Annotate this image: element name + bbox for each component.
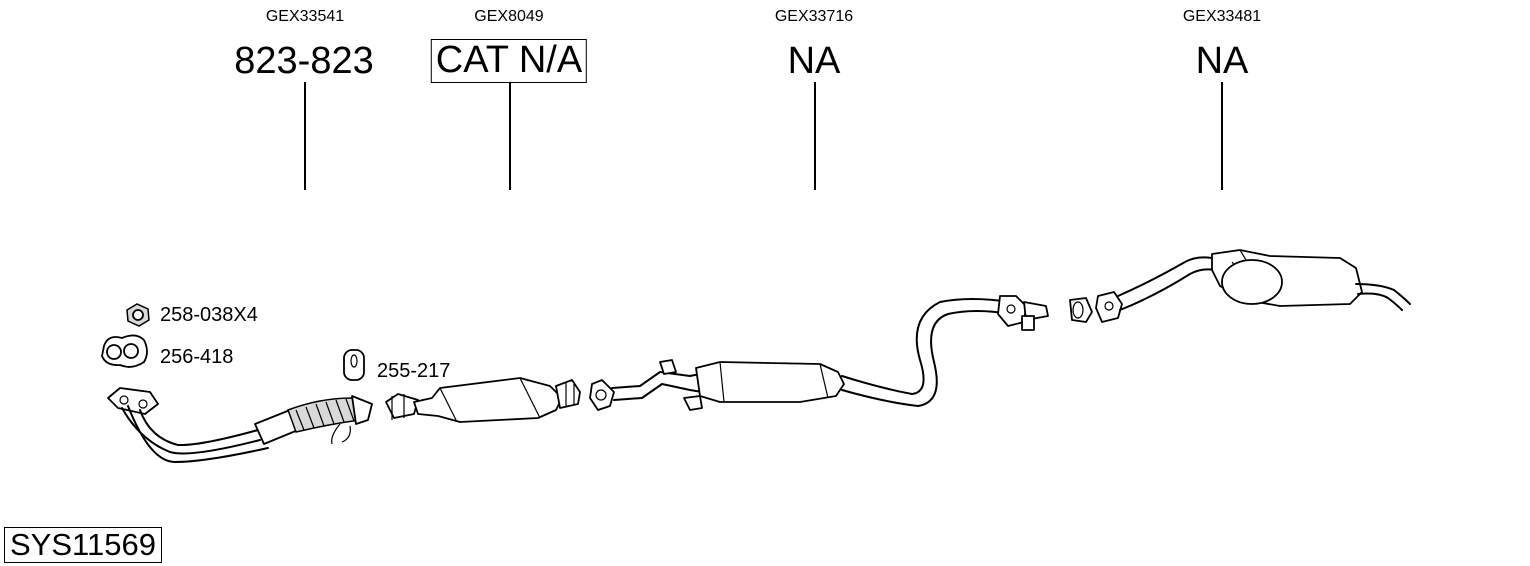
gasket-icon[interactable]	[101, 334, 148, 368]
leader-line-middle-silencer	[814, 82, 816, 190]
leader-line-catalyst	[509, 82, 511, 190]
middle-silencer[interactable]	[589, 295, 1049, 411]
leader-line-front-pipe	[304, 82, 306, 190]
part-ref-middle-silencer: GEX33716	[774, 8, 854, 25]
rear-silencer[interactable]	[1069, 249, 1411, 323]
fitting-code-gasket[interactable]: 256-418	[160, 346, 234, 368]
nut-icon[interactable]	[126, 303, 150, 327]
part-code-front-pipe[interactable]: 823-823	[234, 40, 374, 82]
fitting-code-rubber-hanger[interactable]: 255-217	[377, 360, 451, 382]
part-code-rear-silencer[interactable]: NA	[1195, 40, 1249, 82]
front-pipe[interactable]	[107, 387, 373, 463]
part-code-middle-silencer[interactable]: NA	[787, 40, 841, 82]
catalyst[interactable]	[385, 377, 581, 423]
part-ref-rear-silencer: GEX33481	[1182, 8, 1262, 25]
part-ref-front-pipe: GEX33541	[265, 8, 345, 25]
part-ref-catalyst: GEX8049	[474, 8, 544, 25]
part-code-catalyst[interactable]: CAT N/A	[430, 39, 588, 83]
fitting-code-nut[interactable]: 258-038X4	[160, 304, 258, 326]
rubber-hanger-icon[interactable]	[343, 349, 365, 381]
system-code: SYS11569	[4, 527, 162, 563]
leader-line-rear-silencer	[1221, 82, 1223, 190]
